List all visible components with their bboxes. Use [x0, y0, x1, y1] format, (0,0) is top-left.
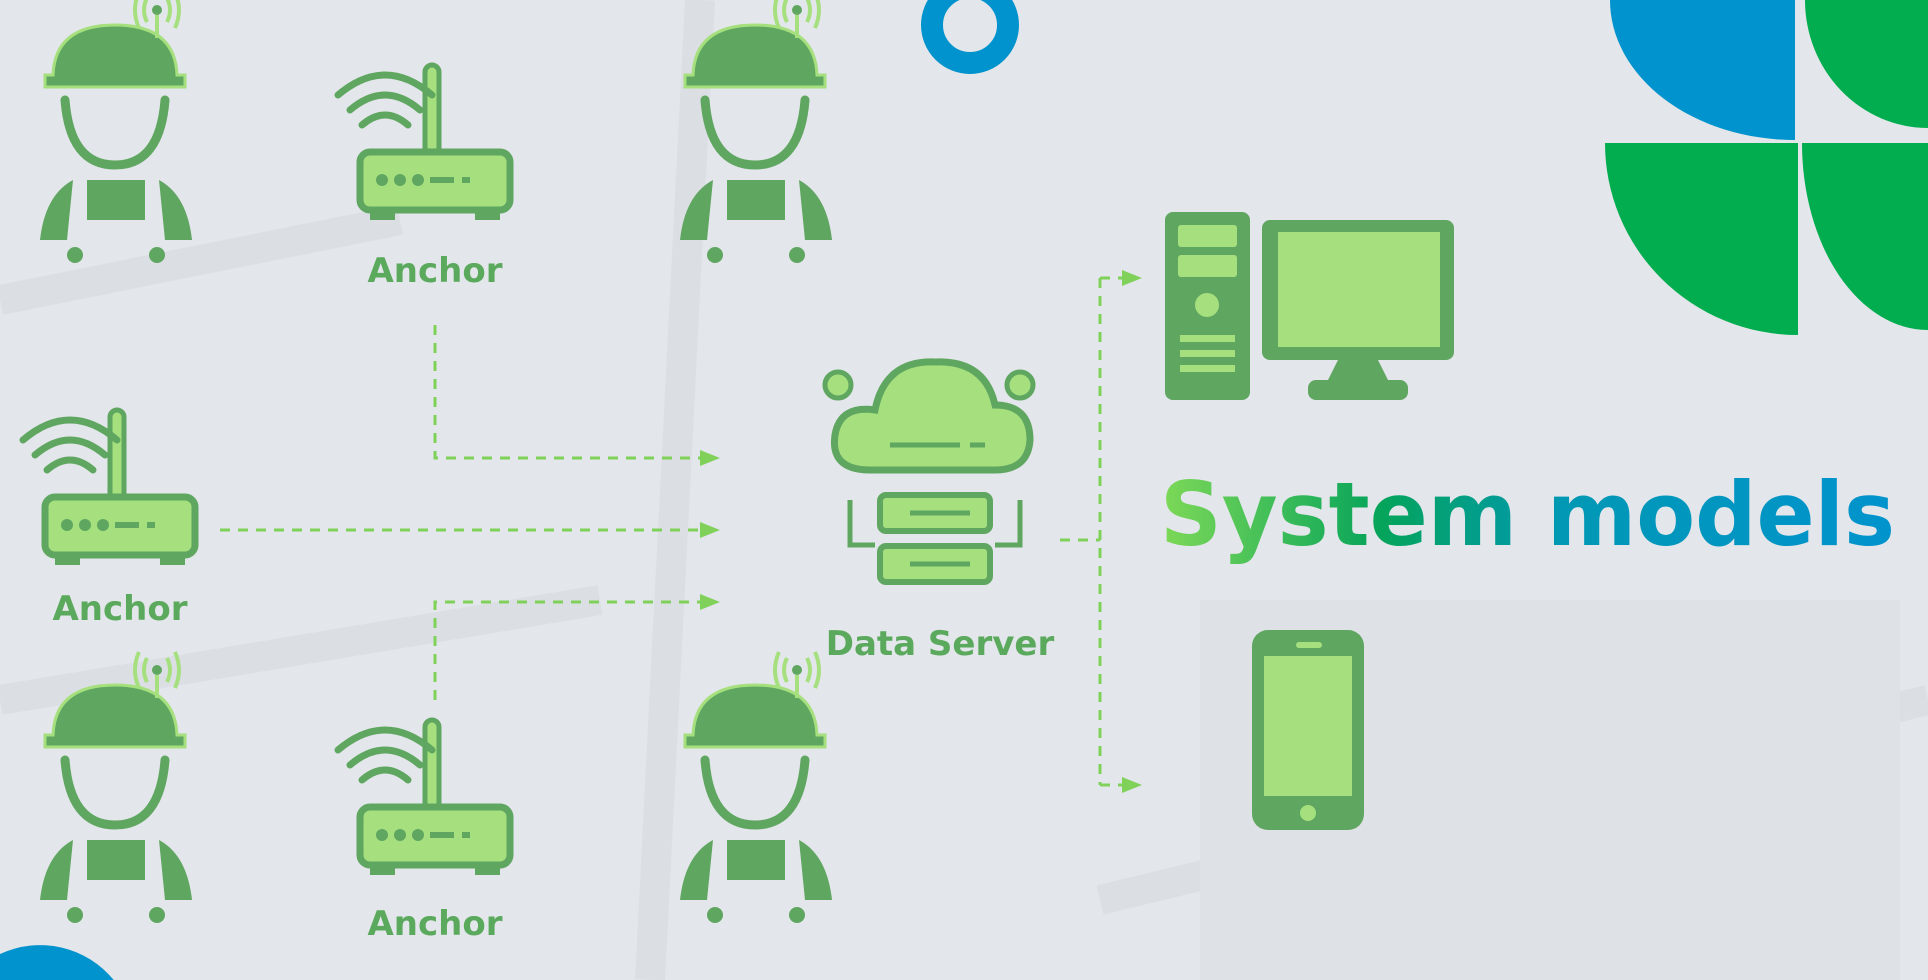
- worker-icon: [680, 652, 832, 923]
- router-icon: [338, 720, 510, 875]
- connector-lines: [220, 276, 1125, 787]
- router-icon: [23, 410, 195, 565]
- green-quarter-decoration: [1605, 143, 1798, 335]
- blue-quarter-decoration: [1610, 0, 1795, 140]
- anchor-label: Anchor: [367, 904, 502, 944]
- data-server-icon: [822, 358, 1036, 585]
- title-word-system: System: [1160, 463, 1517, 566]
- page-title: System models: [1160, 463, 1895, 566]
- blue-circle-decoration: [0, 945, 114, 980]
- anchor-label: Anchor: [52, 589, 187, 629]
- green-quarter-decoration: [1805, 0, 1928, 128]
- green-quarter-decoration: [1802, 143, 1928, 330]
- title-word-models: models: [1547, 463, 1895, 566]
- router-icon: [338, 65, 510, 220]
- desktop-computer-icon: [1165, 212, 1454, 400]
- blue-ring-decoration: [921, 0, 1019, 74]
- worker-icon: [40, 0, 192, 263]
- arrow-heads: [700, 270, 1142, 793]
- anchor-label: Anchor: [367, 251, 502, 291]
- data-server-label: Data Server: [826, 624, 1055, 664]
- smartphone-icon: [1252, 630, 1364, 830]
